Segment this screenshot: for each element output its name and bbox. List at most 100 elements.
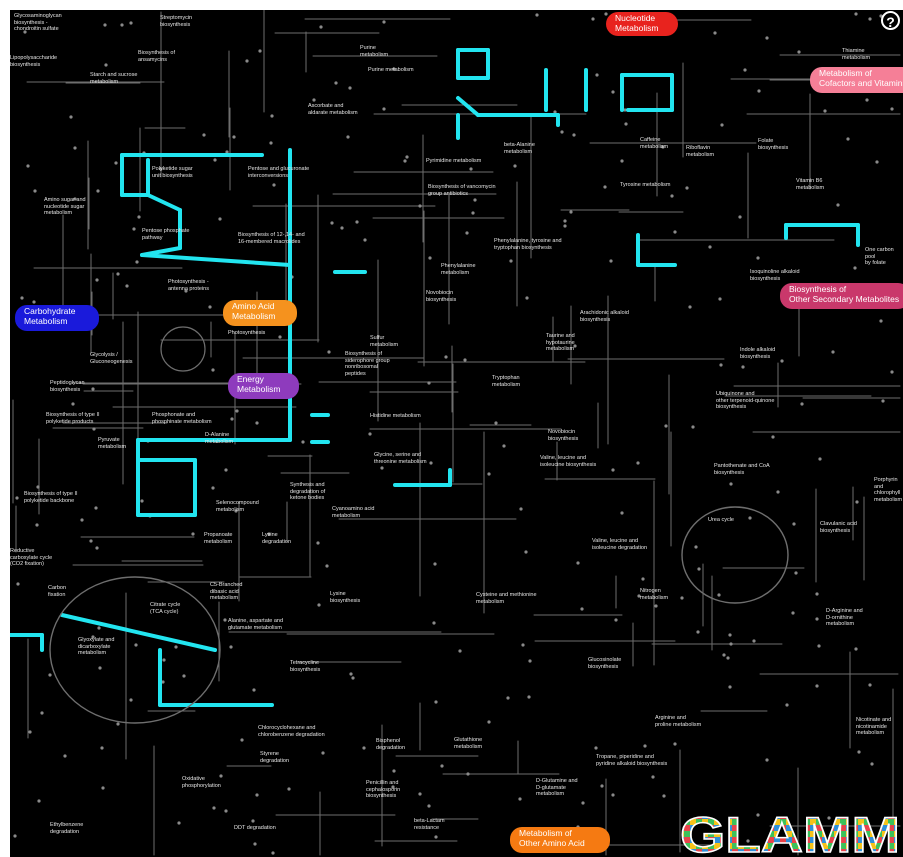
compound-node[interactable] xyxy=(857,750,860,753)
compound-node[interactable] xyxy=(33,189,36,192)
compound-node[interactable] xyxy=(718,297,721,300)
compound-node[interactable] xyxy=(132,227,135,230)
pathway-label[interactable]: Caffeine metabolism xyxy=(640,137,668,150)
compound-node[interactable] xyxy=(392,769,395,772)
compound-node[interactable] xyxy=(670,194,673,197)
compound-node[interactable] xyxy=(317,603,320,606)
compound-node[interactable] xyxy=(116,722,119,725)
compound-node[interactable] xyxy=(487,472,490,475)
compound-node[interactable] xyxy=(513,164,516,167)
pathway-label[interactable]: Purine metabolism xyxy=(360,45,388,58)
pathway-label[interactable]: Chlorocyclohexane and chlorobenzene degr… xyxy=(258,725,325,738)
compound-node[interactable] xyxy=(875,160,878,163)
pathway-label[interactable]: D-Glutamine and D-glutamate metabolism xyxy=(536,778,578,798)
compound-node[interactable] xyxy=(879,319,882,322)
pathway-label[interactable]: Histidine metabolism xyxy=(370,413,421,420)
compound-node[interactable] xyxy=(312,98,315,101)
compound-node[interactable] xyxy=(664,424,667,427)
pathway-label[interactable]: Ethylbenzene degradation xyxy=(50,822,83,835)
compound-node[interactable] xyxy=(600,784,603,787)
compound-node[interactable] xyxy=(418,204,421,207)
compound-node[interactable] xyxy=(535,13,538,16)
compound-node[interactable] xyxy=(94,506,97,509)
metabolic-map-canvas[interactable]: Nucleotide Metabolism Metabolism of Cofa… xyxy=(10,10,903,857)
pathway-label[interactable]: Phenylalanine metabolism xyxy=(441,263,476,276)
category-amino-acid-metabolism[interactable]: Amino Acid Metabolism xyxy=(223,300,297,326)
pathway-label[interactable]: Polyketide sugar unit biosynthesis xyxy=(152,166,193,179)
compound-node[interactable] xyxy=(748,516,751,519)
compound-node[interactable] xyxy=(269,141,272,144)
compound-node[interactable] xyxy=(137,215,140,218)
compound-node[interactable] xyxy=(434,700,437,703)
compound-node[interactable] xyxy=(223,618,226,621)
compound-node[interactable] xyxy=(380,466,383,469)
compound-node[interactable] xyxy=(765,758,768,761)
compound-node[interactable] xyxy=(427,381,430,384)
pathway-label[interactable]: Oxidative phosphorylation xyxy=(182,776,221,789)
compound-node[interactable] xyxy=(218,217,221,220)
compound-node[interactable] xyxy=(71,402,74,405)
compound-node[interactable] xyxy=(15,496,18,499)
compound-node[interactable] xyxy=(405,155,408,158)
pathway-label[interactable]: Amino sugar and nucleotide sugar metabol… xyxy=(44,197,86,217)
compound-node[interactable] xyxy=(720,123,723,126)
compound-node[interactable] xyxy=(576,561,579,564)
compound-node[interactable] xyxy=(465,231,468,234)
pathway-label[interactable]: Glycolysis / Gluconeogenesis xyxy=(90,352,133,365)
compound-node[interactable] xyxy=(211,368,214,371)
pathway-label[interactable]: Phenylalanine, tyrosine and tryptophan b… xyxy=(494,238,562,251)
compound-node[interactable] xyxy=(688,305,691,308)
compound-node[interactable] xyxy=(641,577,644,580)
compound-node[interactable] xyxy=(20,296,23,299)
category-carbohydrate-metabolism[interactable]: Carbohydrate Metabolism xyxy=(15,305,99,331)
compound-node[interactable] xyxy=(581,801,584,804)
compound-node[interactable] xyxy=(135,260,138,263)
compound-node[interactable] xyxy=(212,806,215,809)
pathway-label[interactable]: Ubiquinone and other terpenoid-quinone b… xyxy=(716,391,774,411)
compound-node[interactable] xyxy=(28,730,31,733)
compound-node[interactable] xyxy=(258,49,261,52)
compound-node[interactable] xyxy=(270,114,273,117)
compound-node[interactable] xyxy=(162,658,165,661)
pathway-label[interactable]: Bisphenol degradation xyxy=(376,738,405,751)
compound-node[interactable] xyxy=(458,649,461,652)
compound-node[interactable] xyxy=(100,746,103,749)
pathway-label[interactable]: Indole alkaloid biosynthesis xyxy=(740,347,775,360)
compound-node[interactable] xyxy=(363,238,366,241)
compound-node[interactable] xyxy=(114,161,117,164)
compound-node[interactable] xyxy=(89,539,92,542)
pathway-label[interactable]: Arachidonic alkaloid biosynthesis xyxy=(580,310,629,323)
pathway-label[interactable]: Glutathione metabolism xyxy=(454,737,482,750)
compound-node[interactable] xyxy=(654,604,657,607)
compound-node[interactable] xyxy=(125,284,128,287)
compound-node[interactable] xyxy=(330,221,333,224)
pathway-label[interactable]: Tropane, piperidine and pyridine alkaloi… xyxy=(596,754,667,767)
pathway-label[interactable]: Tyrosine metabolism xyxy=(620,182,670,189)
category-other-amino-acid[interactable]: Metabolism of Other Amino Acid xyxy=(510,827,610,853)
compound-node[interactable] xyxy=(865,98,868,101)
compound-node[interactable] xyxy=(780,359,783,362)
compound-node[interactable] xyxy=(224,809,227,812)
compound-node[interactable] xyxy=(287,787,290,790)
pathway-label[interactable]: Biosynthesis of type II polyketide produ… xyxy=(46,412,100,425)
compound-node[interactable] xyxy=(673,230,676,233)
compound-node[interactable] xyxy=(92,427,95,430)
compound-node[interactable] xyxy=(620,511,623,514)
compound-node[interactable] xyxy=(728,633,731,636)
compound-node[interactable] xyxy=(368,432,371,435)
compound-node[interactable] xyxy=(611,90,614,93)
compound-node[interactable] xyxy=(792,522,795,525)
compound-node[interactable] xyxy=(429,461,432,464)
compound-node[interactable] xyxy=(382,20,385,23)
pathway-label[interactable]: Glucosinolate biosynthesis xyxy=(588,657,621,670)
pathway-label[interactable]: Biosynthesis of type II polyketide backb… xyxy=(24,491,78,504)
compound-node[interactable] xyxy=(232,135,235,138)
compound-node[interactable] xyxy=(325,564,328,567)
compound-node[interactable] xyxy=(594,746,597,749)
pathway-label[interactable]: Valine, leucine and isoleucine degradati… xyxy=(592,538,647,551)
compound-node[interactable] xyxy=(494,421,497,424)
compound-node[interactable] xyxy=(103,23,106,26)
compound-node[interactable] xyxy=(854,12,857,15)
pathway-label[interactable]: Selenocompound metabolism xyxy=(216,500,259,513)
pathway-label[interactable]: Phosphonate and phosphinate metabolism xyxy=(152,412,212,425)
